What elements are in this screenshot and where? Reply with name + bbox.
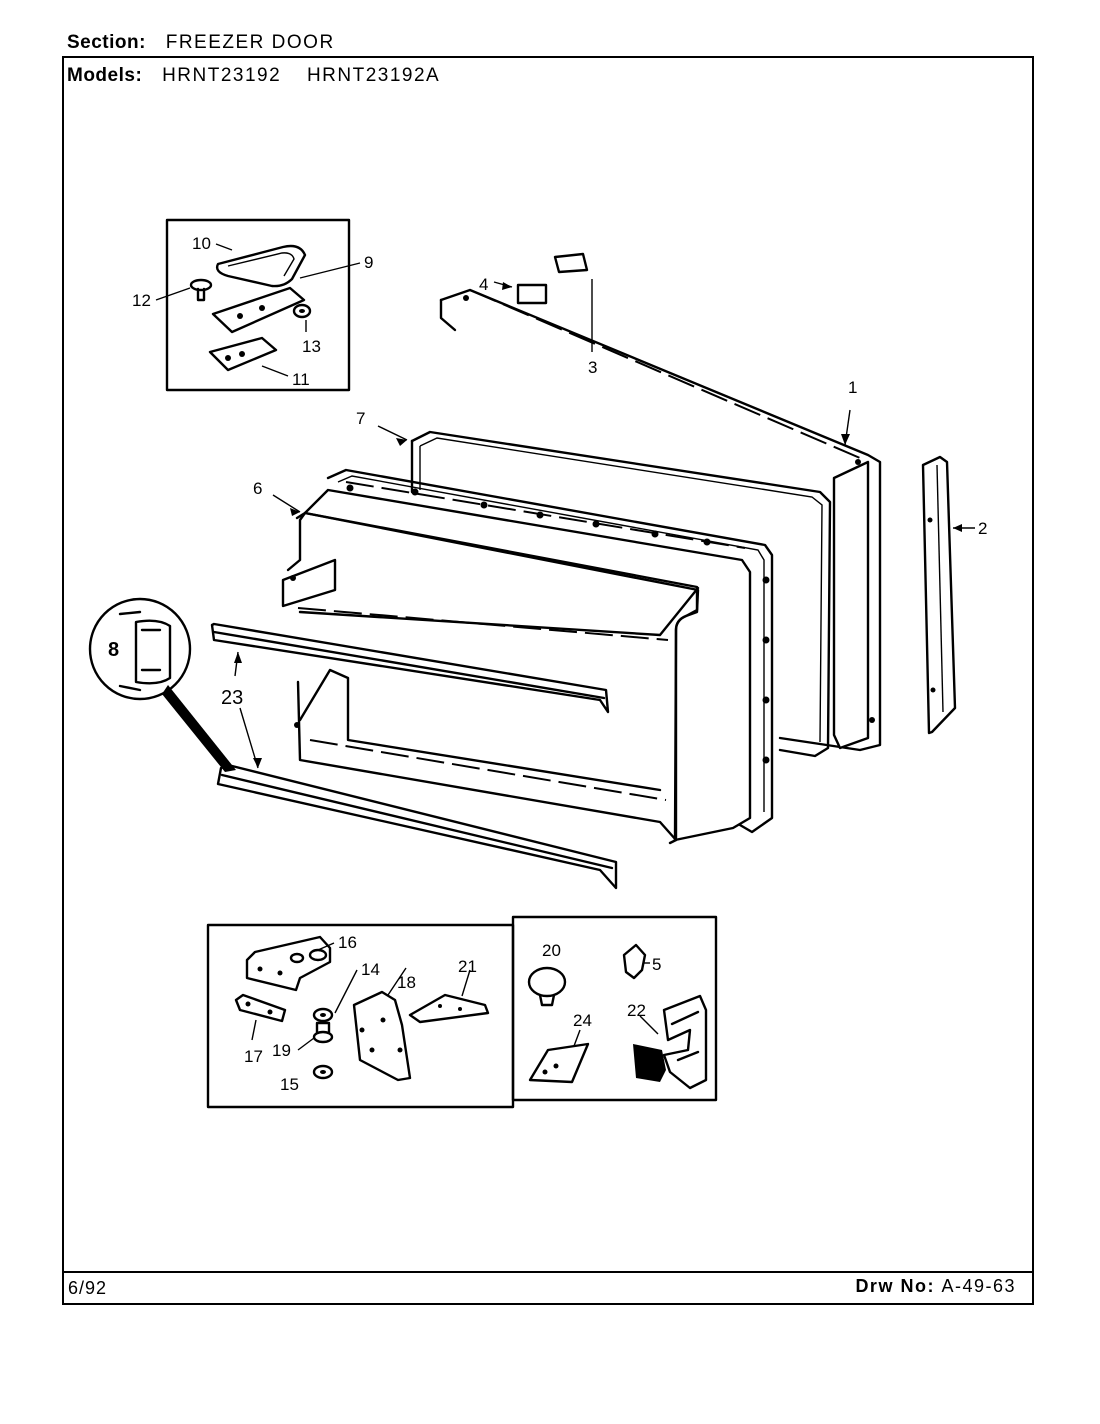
callout-9: 9 (364, 253, 373, 272)
spacer-part (234, 993, 287, 1023)
drawing-number-value: A-49-63 (941, 1276, 1016, 1296)
section-title: FREEZER DOOR (165, 32, 335, 53)
callout-19: 19 (272, 1041, 291, 1060)
clip-part (408, 993, 490, 1024)
mounting-plate-part (352, 990, 412, 1082)
model-number-2: HRNT23192A (306, 65, 441, 86)
side-trim-part (921, 455, 957, 735)
rail-clip-detail (88, 597, 236, 772)
door-gasket (410, 430, 832, 758)
callout-16: 16 (338, 933, 357, 952)
callout-3: 3 (588, 358, 597, 377)
door-shelf-rails (210, 622, 618, 890)
models-header: Models: HRNT23192 HRNT23192A (67, 65, 460, 87)
model-number-1: HRNT23192 (162, 65, 282, 86)
drawing-number-label: Drw No: (855, 1276, 935, 1296)
callout-11: 11 (292, 370, 310, 389)
door-handle-part (633, 1044, 666, 1082)
callout-14: 14 (361, 960, 380, 979)
outer-door-panel (439, 288, 882, 752)
callout-8: 8 (108, 639, 119, 661)
section-header: Section: FREEZER DOOR (67, 32, 355, 54)
hinge-hardware-kit (206, 923, 515, 1109)
hinge-plate-part (211, 286, 306, 334)
callout-5: 5 (652, 955, 661, 974)
spring-clip-part (528, 1042, 590, 1084)
callout-10: 10 (192, 234, 211, 253)
screw-part (189, 278, 213, 292)
callout-7: 7 (356, 409, 365, 428)
plug-cap-part (527, 966, 567, 998)
hinge-bracket-part (245, 935, 332, 992)
callout-22: 22 (627, 1001, 646, 1020)
callout-13: 13 (302, 337, 321, 356)
callout-20: 20 (542, 941, 561, 960)
badge-part (553, 252, 589, 274)
inner-door-liner (281, 468, 774, 845)
diagram-frame (62, 56, 1034, 1305)
screw-5-part (622, 943, 647, 980)
callout-21: 21 (458, 957, 477, 976)
callout-12: 12 (132, 291, 151, 310)
models-label: Models: (67, 65, 143, 86)
callout-6: 6 (253, 479, 262, 498)
nameplate-part (516, 283, 548, 305)
callout-1: 1 (848, 378, 857, 397)
callout-18: 18 (397, 973, 416, 992)
callout-17: 17 (244, 1047, 263, 1066)
detail-circle (88, 597, 192, 701)
revision-date: 6/92 (68, 1278, 108, 1298)
callout-24: 24 (573, 1011, 592, 1030)
hinge-kit-box (165, 218, 351, 392)
callout-4: 4 (479, 275, 488, 294)
hinge-cover-part (215, 244, 307, 288)
hardware-kit-box-right (511, 915, 718, 1102)
section-label: Section: (67, 32, 146, 53)
callout-15: 15 (280, 1075, 299, 1094)
hinge-cover-kit (155, 218, 361, 392)
fastener-kit (511, 915, 718, 1102)
callout-2: 2 (978, 519, 987, 538)
drawing-number: Drw No: A-49-63 (855, 1276, 1016, 1297)
callout-23: 23 (221, 687, 243, 709)
footer-divider (62, 1271, 1034, 1273)
